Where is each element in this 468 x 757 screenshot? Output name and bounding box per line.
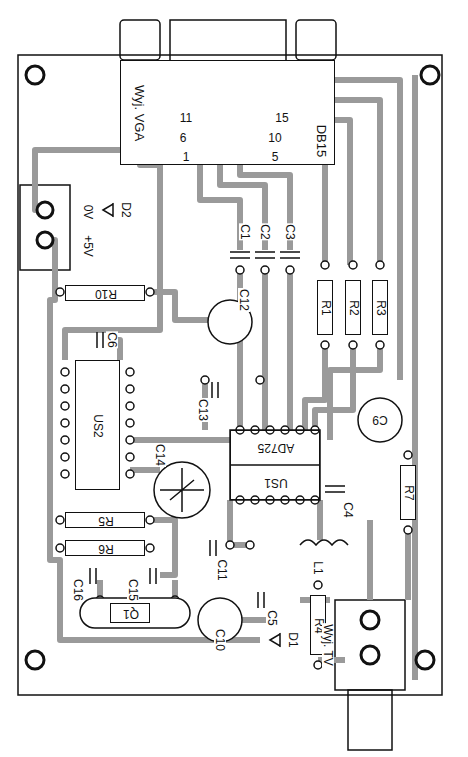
part-label: D1 (287, 631, 299, 648)
crystal-body: Q1 (110, 603, 150, 623)
thumb-screw (120, 20, 160, 60)
ic-body: US2 (75, 360, 120, 490)
pin-number: 11 (179, 112, 193, 124)
part-label: +5V (82, 234, 94, 258)
ic-body: AD725US1 (230, 430, 320, 500)
part-label: C11 (216, 558, 228, 581)
part-label: Q1 (122, 608, 140, 620)
part-label: L1 (312, 560, 324, 575)
part-label: C16 (72, 578, 84, 602)
part-label: C15 (127, 578, 139, 602)
part-label: C5 (266, 609, 278, 626)
part-label: C10 (214, 628, 226, 652)
part-label: R1 (320, 299, 332, 316)
part-label: C3 (284, 223, 296, 240)
resistor-body: R1 (317, 280, 333, 335)
tv-jack (335, 600, 405, 690)
part-label: R5 (97, 515, 114, 527)
part-label: C12 (238, 288, 250, 312)
pin-number: 10 (267, 132, 282, 144)
part-label: C1 (239, 223, 251, 240)
part-label: US1 (263, 477, 288, 489)
part-label: C9 (371, 414, 388, 426)
part-label: AD725 (257, 442, 296, 454)
part-label: R6 (97, 543, 114, 555)
connector-db15: Wyj. VGA DB15 (120, 60, 335, 165)
resistor-body: R7 (400, 465, 416, 520)
resistor-body: R2 (345, 280, 361, 335)
thumb-screw (296, 20, 336, 60)
copper-traces (35, 75, 415, 680)
resistor-body: R10 (65, 285, 145, 301)
terminal-block (20, 185, 70, 270)
resistor-body: R3 (372, 280, 388, 335)
part-label: D2 (120, 201, 132, 218)
db15-shell (170, 20, 286, 60)
part-label: 0V (82, 204, 94, 221)
pin-number: 5 (271, 151, 280, 163)
part-label: C2 (259, 223, 271, 240)
resistor-body: R6 (65, 540, 145, 556)
board-outline (18, 55, 442, 695)
part-label: R3 (375, 299, 387, 316)
part-label: Wyj. TV (322, 623, 334, 667)
part-label: C4 (342, 501, 354, 518)
part-label: Wyj. VGA (133, 84, 146, 142)
pin-number: 6 (179, 132, 188, 144)
part-label: R2 (348, 299, 360, 316)
part-label: R10 (94, 288, 118, 300)
part-label: C6 (106, 331, 118, 348)
components (80, 203, 402, 647)
part-label: US2 (92, 413, 104, 438)
part-label: R7 (403, 484, 415, 501)
tv-jack-barrel (348, 690, 392, 750)
part-label: C13 (197, 398, 209, 422)
solder-pads (56, 114, 412, 669)
pin-number: 1 (182, 151, 191, 163)
part-label: C14 (154, 443, 166, 467)
pin-number: 15 (274, 112, 289, 124)
part-label: DB15 (315, 124, 328, 159)
resistor-body: R5 (65, 512, 145, 528)
